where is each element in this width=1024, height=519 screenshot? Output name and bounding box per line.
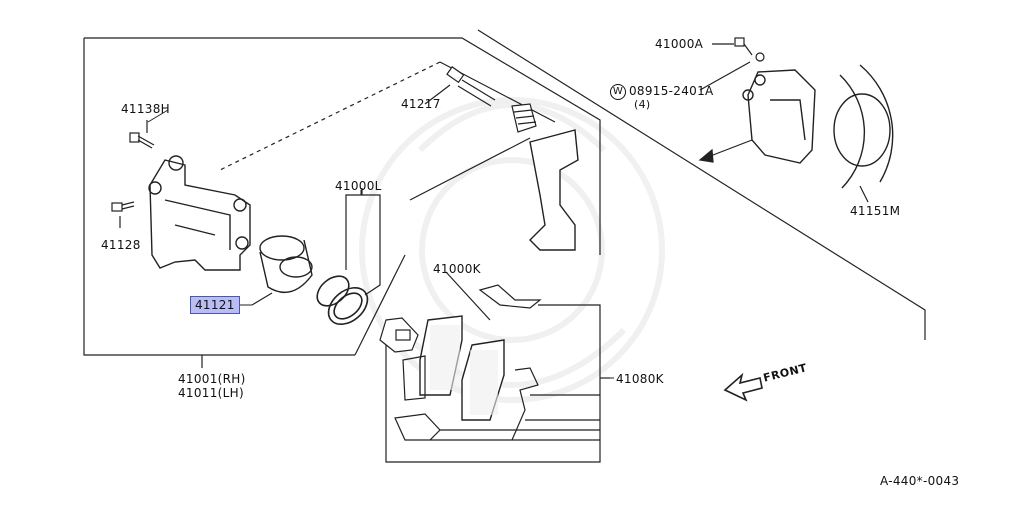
disc-rotor-41151M xyxy=(833,64,894,189)
piston-41121 xyxy=(259,235,313,294)
brake-pads xyxy=(419,315,505,421)
caliper-support xyxy=(529,129,579,251)
label-41000L: 41000L xyxy=(335,179,382,193)
label-41000A: 41000A xyxy=(655,37,704,51)
pad-shims xyxy=(379,317,426,401)
front-arrow-icon xyxy=(723,372,763,402)
label-08915-qty: (4) xyxy=(634,98,651,111)
label-caliper-rh: 41001(RH) xyxy=(178,372,246,386)
pad-kit-bracket xyxy=(385,304,601,463)
label-41080K: 41080K xyxy=(616,372,664,386)
label-08915-symbol: W xyxy=(610,84,626,100)
caliper-assembly-mini xyxy=(742,69,816,164)
watermark xyxy=(359,97,665,403)
label-41217: 41217 xyxy=(401,97,441,111)
label-41128: 41128 xyxy=(101,238,141,252)
label-41151M: 41151M xyxy=(850,204,901,218)
bleeder-41128 xyxy=(111,201,135,228)
label-41000K: 41000K xyxy=(433,262,481,276)
separator-line xyxy=(477,29,926,340)
seal-rings xyxy=(316,275,369,326)
label-caliper-lh: 41011(LH) xyxy=(178,386,244,400)
leader-lines xyxy=(147,109,614,379)
pad-clips xyxy=(394,284,542,441)
label-08915-2401A: 08915-2401A xyxy=(629,84,714,98)
label-41138H: 41138H xyxy=(121,102,170,116)
diagram-code: A-440*-0043 xyxy=(880,474,960,488)
bolt-41000A xyxy=(712,37,765,62)
caliper-group-bracket xyxy=(84,37,601,255)
label-41121[interactable]: 41121 xyxy=(190,296,240,314)
pin-41217 xyxy=(424,66,496,107)
anti-rattle-spring xyxy=(430,367,600,441)
pin-boots xyxy=(511,103,537,133)
bolt-41138H xyxy=(129,120,155,149)
caliper-body xyxy=(148,155,251,271)
